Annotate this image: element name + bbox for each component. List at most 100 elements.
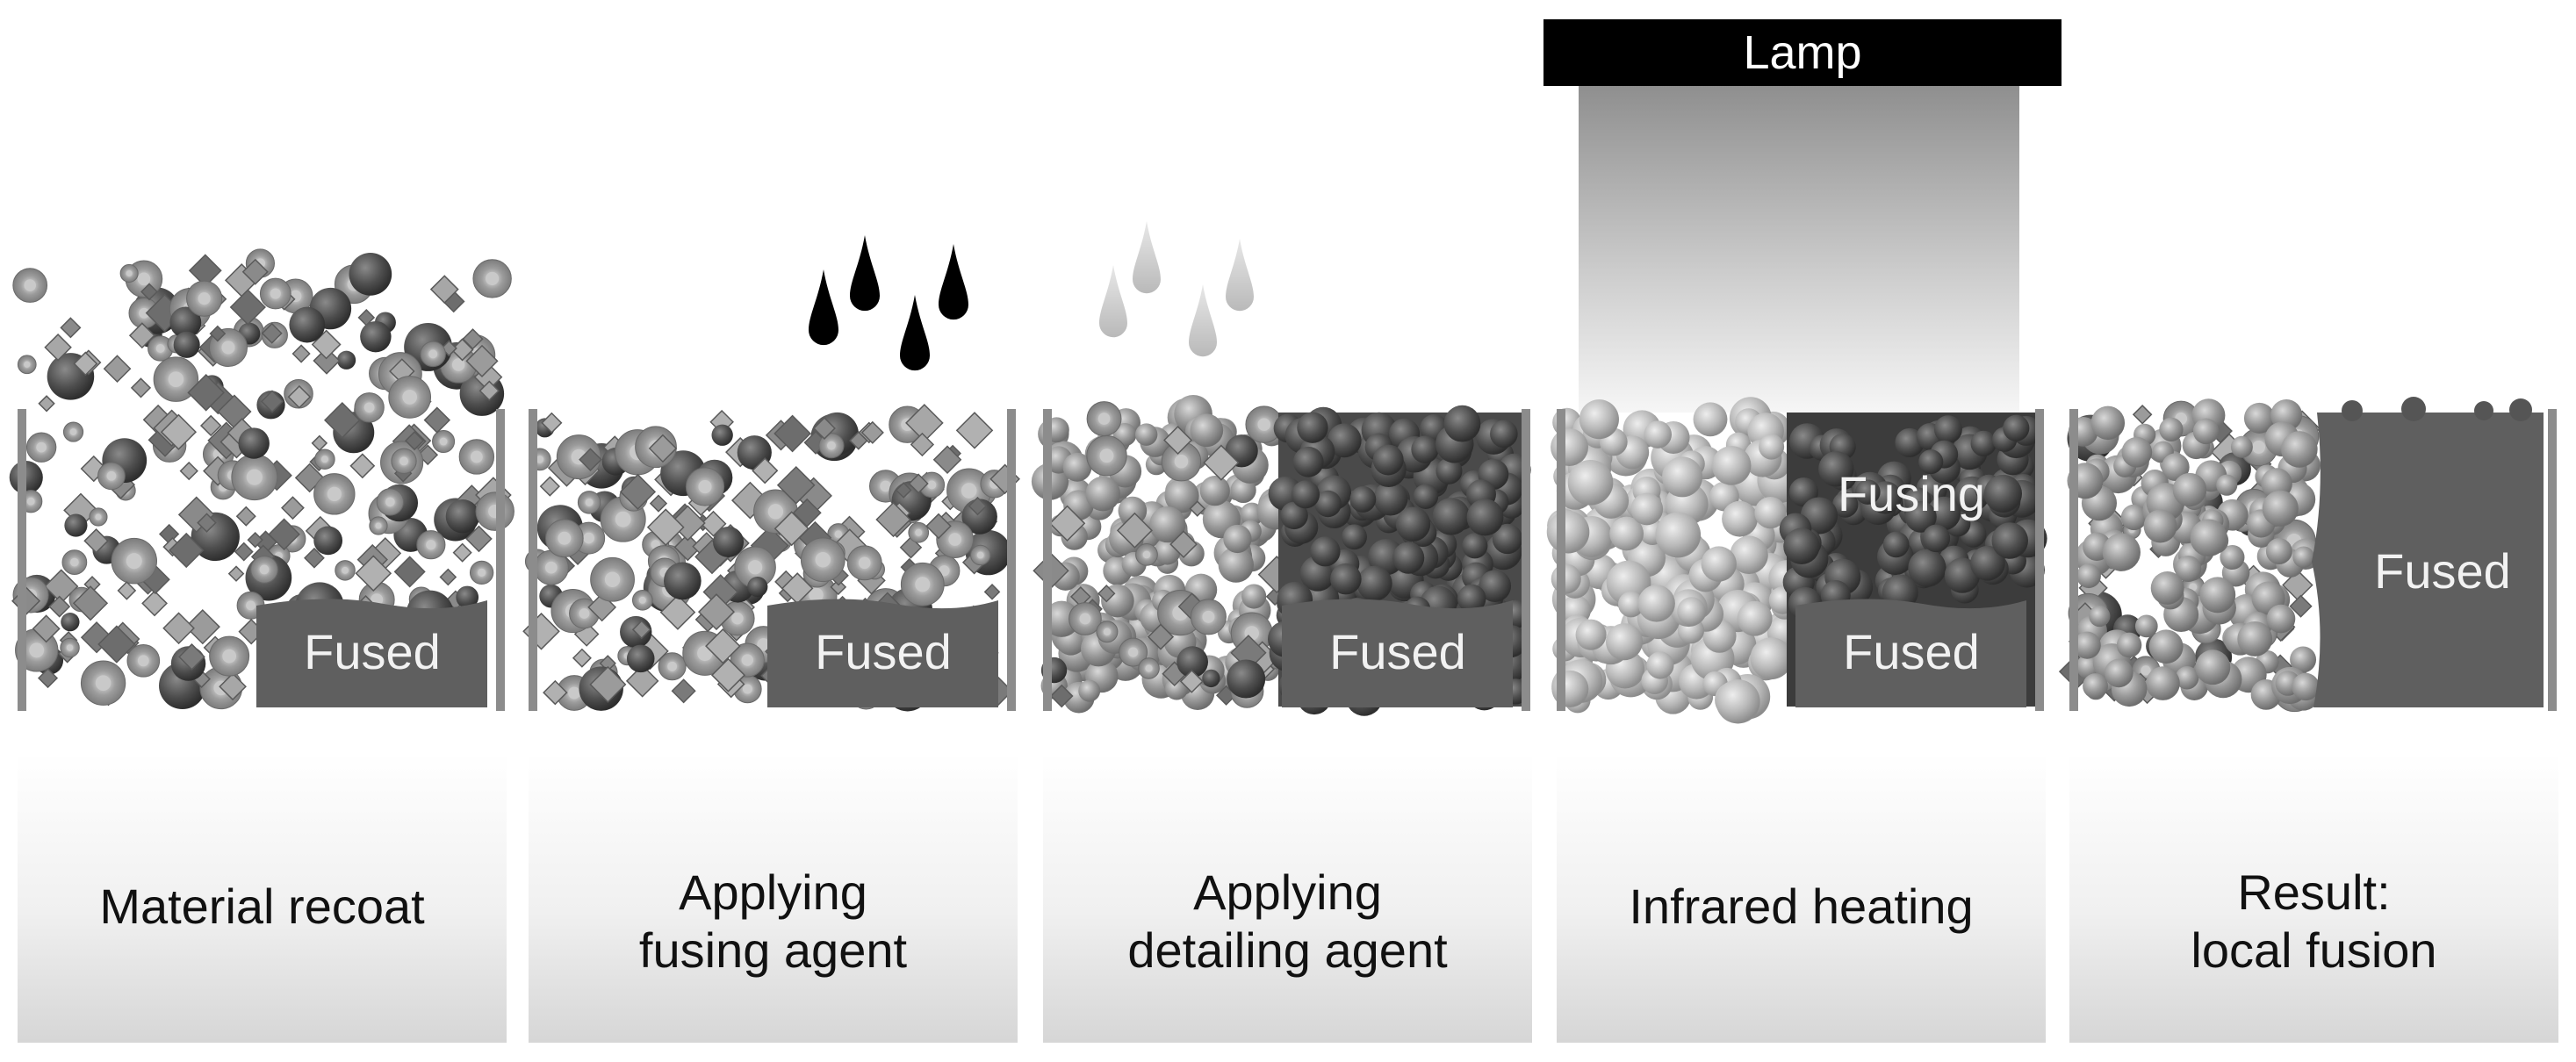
powder-particle: [1492, 523, 1523, 555]
powder-particle: [1291, 480, 1320, 509]
caption-text-detailing-agent: detailing agent: [1127, 922, 1448, 978]
powder-particle-core: [36, 441, 47, 453]
powder-particle: [60, 317, 82, 339]
powder-particle: [1048, 505, 1086, 542]
caption-panel-result: [2069, 753, 2558, 1043]
bin-wall-right: [1522, 409, 1530, 711]
powder-particle: [1310, 536, 1341, 567]
fused-label: Fused: [2374, 543, 2511, 599]
powder-particle: [2120, 504, 2148, 531]
powder-particle: [646, 508, 685, 547]
powder-particle: [1722, 500, 1758, 537]
bin-wall-left: [18, 409, 26, 711]
powder-particle-core: [741, 654, 753, 666]
powder-particle: [2148, 629, 2184, 664]
powder-particle: [37, 668, 59, 689]
powder-particle: [1078, 679, 1101, 702]
powder-particle: [792, 498, 822, 527]
lamp: Lamp: [1543, 19, 2062, 413]
powder-particle: [2134, 614, 2158, 638]
powder-particle: [261, 322, 283, 344]
caption-panel-fusing-agent: [529, 753, 1018, 1043]
caption-text-recoat: Material recoat: [99, 879, 425, 934]
powder-particle: [2116, 632, 2142, 658]
fused-lump: [2342, 400, 2363, 421]
powder-particle: [1373, 481, 1408, 516]
powder-particle-core: [536, 456, 544, 463]
powder-particle: [1395, 506, 1431, 542]
powder-particle: [2146, 666, 2180, 700]
powder-particle: [663, 562, 702, 600]
powder-particle: [404, 431, 425, 451]
powder-particle: [908, 473, 929, 494]
powder-particle: [625, 664, 659, 698]
powder-particle: [1432, 498, 1471, 535]
powder-particle: [2262, 490, 2299, 527]
powder-particle: [2121, 436, 2153, 468]
powder-particle: [705, 628, 741, 664]
caption-text-result: local fusion: [2191, 922, 2436, 978]
powder-particle: [543, 679, 568, 706]
detailing-agent-drop: [1133, 221, 1161, 294]
powder-particle-core: [402, 390, 418, 405]
powder-particle-core: [221, 341, 235, 355]
powder-particle: [80, 455, 107, 483]
powder-particle: [1230, 477, 1256, 504]
powder-particle: [72, 585, 109, 621]
powder-particle: [184, 609, 220, 645]
powder-particle-core: [342, 566, 349, 574]
powder-particle: [1169, 530, 1198, 558]
powder-particle: [1049, 684, 1074, 708]
powder-particle: [2073, 631, 2101, 659]
powder-particle: [968, 496, 988, 516]
powder-particle: [268, 518, 300, 551]
powder-particle-core: [1145, 664, 1153, 672]
powder-particle: [1189, 500, 1206, 517]
powder-particle: [2292, 672, 2320, 701]
bin-result: Fused: [2058, 397, 2557, 713]
powder-particle: [1970, 430, 1997, 456]
powder-particle-core: [486, 271, 500, 286]
powder-particle: [774, 511, 809, 547]
powder-particle: [711, 424, 733, 446]
powder-particle-core: [320, 456, 328, 463]
powder-particle-core: [585, 498, 594, 506]
powder-particle: [910, 432, 935, 457]
powder-particle: [1882, 531, 1910, 558]
powder-particle: [541, 412, 563, 434]
bin-detailing-agent: Fused: [1031, 394, 1531, 716]
powder-particle: [1297, 412, 1328, 443]
powder-particle: [162, 612, 195, 645]
powder-particle: [1241, 584, 1267, 609]
powder-particle: [38, 395, 55, 413]
caption-text-fusing-agent: fusing agent: [639, 922, 908, 978]
powder-particle-core: [815, 552, 831, 568]
powder-particle: [1991, 522, 2029, 559]
powder-particle: [1199, 476, 1230, 506]
powder-particle-core: [139, 307, 150, 319]
powder-particle: [2266, 604, 2296, 634]
powder-particle-core: [1097, 413, 1111, 425]
powder-particle: [932, 445, 962, 475]
lamp-label: Lamp: [1743, 26, 1861, 79]
powder-particle: [1677, 597, 1706, 626]
powder-particle-core: [767, 504, 784, 520]
powder-particle: [393, 556, 426, 588]
powder-particle: [304, 547, 325, 569]
powder-particle: [61, 613, 80, 632]
powder-particle-core: [426, 540, 436, 550]
powder-particle: [1855, 479, 1881, 505]
powder-particle: [895, 482, 912, 499]
fused-lump: [2474, 401, 2493, 420]
powder-particle: [1567, 460, 1614, 506]
fusing-agent-drop: [900, 295, 930, 371]
powder-particle-core: [24, 361, 31, 368]
powder-particle: [1176, 646, 1209, 678]
powder-particle: [2237, 621, 2273, 657]
powder-particle: [2195, 649, 2231, 685]
powder-particle: [1818, 451, 1854, 487]
powder-particle: [1342, 524, 1367, 550]
